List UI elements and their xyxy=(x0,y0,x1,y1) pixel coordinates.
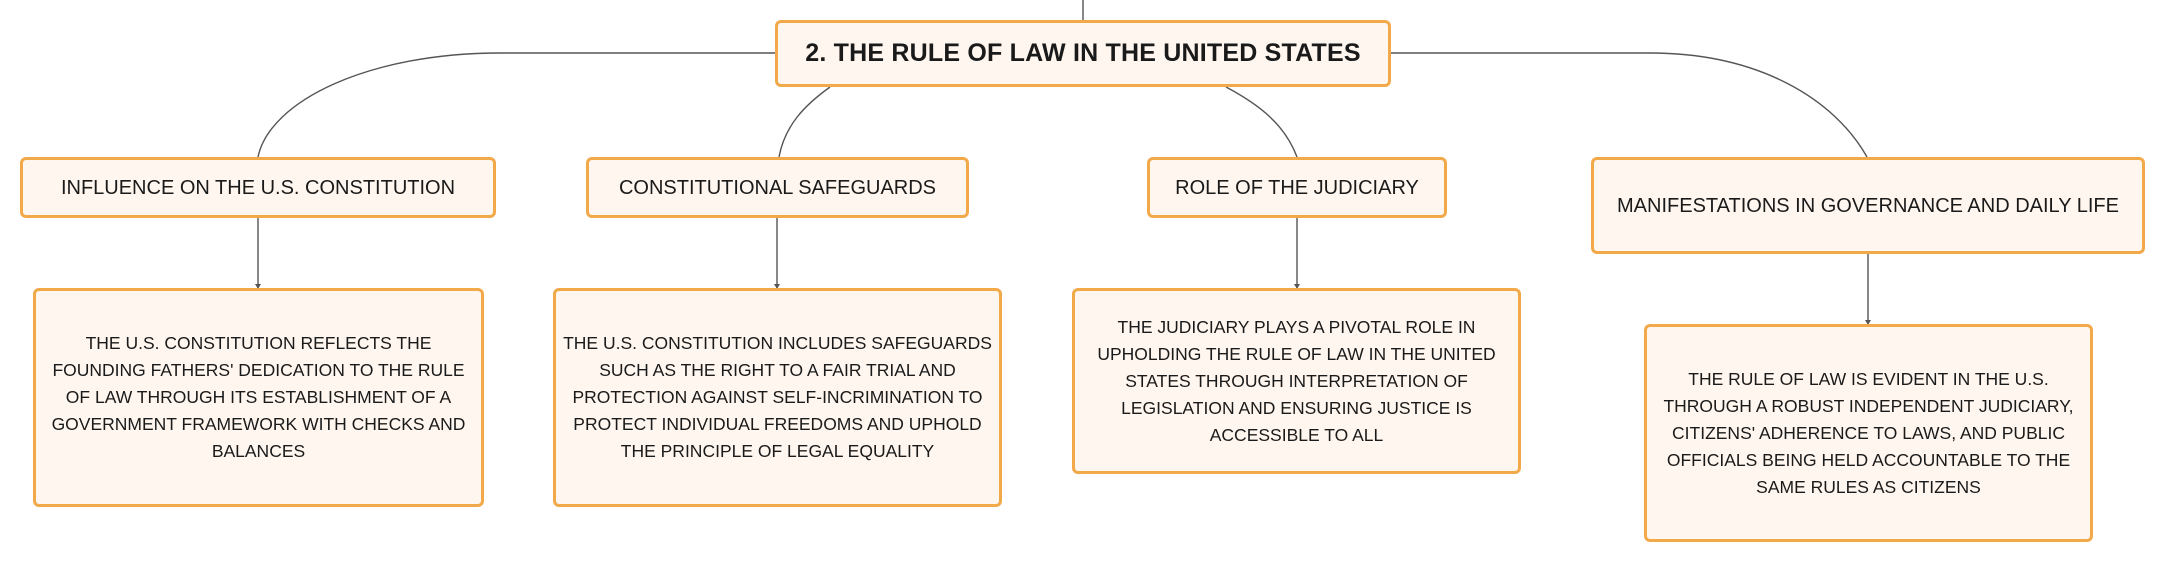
branch-label: CONSTITUTIONAL SAFEGUARDS xyxy=(618,176,937,199)
connector-root-to-branch-2 xyxy=(778,86,831,158)
detail-node-influence-on-constitution[interactable]: THE U.S. CONSTITUTION REFLECTS THE FOUND… xyxy=(33,288,484,507)
branch-node-influence-on-constitution[interactable]: INFLUENCE ON THE U.S. CONSTITUTION xyxy=(20,157,496,218)
branch-label: MANIFESTATIONS IN GOVERNANCE AND DAILY L… xyxy=(1617,194,2119,217)
arrowhead-branch-4 xyxy=(1865,320,1871,325)
detail-node-role-of-judiciary[interactable]: THE JUDICIARY PLAYS A PIVOTAL ROLE IN UP… xyxy=(1072,288,1521,474)
branch-node-manifestations[interactable]: MANIFESTATIONS IN GOVERNANCE AND DAILY L… xyxy=(1591,157,2145,254)
connector-root-to-branch-3 xyxy=(1225,86,1298,158)
arrowhead-branch-2 xyxy=(774,284,780,289)
arrowhead-branch-3 xyxy=(1294,284,1300,289)
branch-label: INFLUENCE ON THE U.S. CONSTITUTION xyxy=(60,176,456,199)
connector-root-to-branch-4 xyxy=(1391,52,1868,158)
detail-text: THE JUDICIARY PLAYS A PIVOTAL ROLE IN UP… xyxy=(1097,316,1496,445)
detail-node-manifestations[interactable]: THE RULE OF LAW IS EVIDENT IN THE U.S. T… xyxy=(1644,324,2093,542)
detail-node-constitutional-safeguards[interactable]: THE U.S. CONSTITUTION INCLUDES SAFEGUARD… xyxy=(553,288,1002,507)
detail-text: THE U.S. CONSTITUTION REFLECTS THE FOUND… xyxy=(51,333,466,461)
detail-text: THE U.S. CONSTITUTION INCLUDES SAFEGUARD… xyxy=(563,333,992,461)
branch-node-role-of-judiciary[interactable]: ROLE OF THE JUDICIARY xyxy=(1147,157,1447,218)
branch-label: ROLE OF THE JUDICIARY xyxy=(1175,176,1419,199)
detail-text: THE RULE OF LAW IS EVIDENT IN THE U.S. T… xyxy=(1663,368,2074,497)
connector-root-to-branch-1 xyxy=(257,52,775,158)
branch-node-constitutional-safeguards[interactable]: CONSTITUTIONAL SAFEGUARDS xyxy=(586,157,969,218)
root-topic-label: 2. THE RULE OF LAW IN THE UNITED STATES xyxy=(805,39,1361,67)
root-topic-node[interactable]: 2. THE RULE OF LAW IN THE UNITED STATES xyxy=(775,20,1391,87)
arrowhead-branch-1 xyxy=(255,284,261,289)
